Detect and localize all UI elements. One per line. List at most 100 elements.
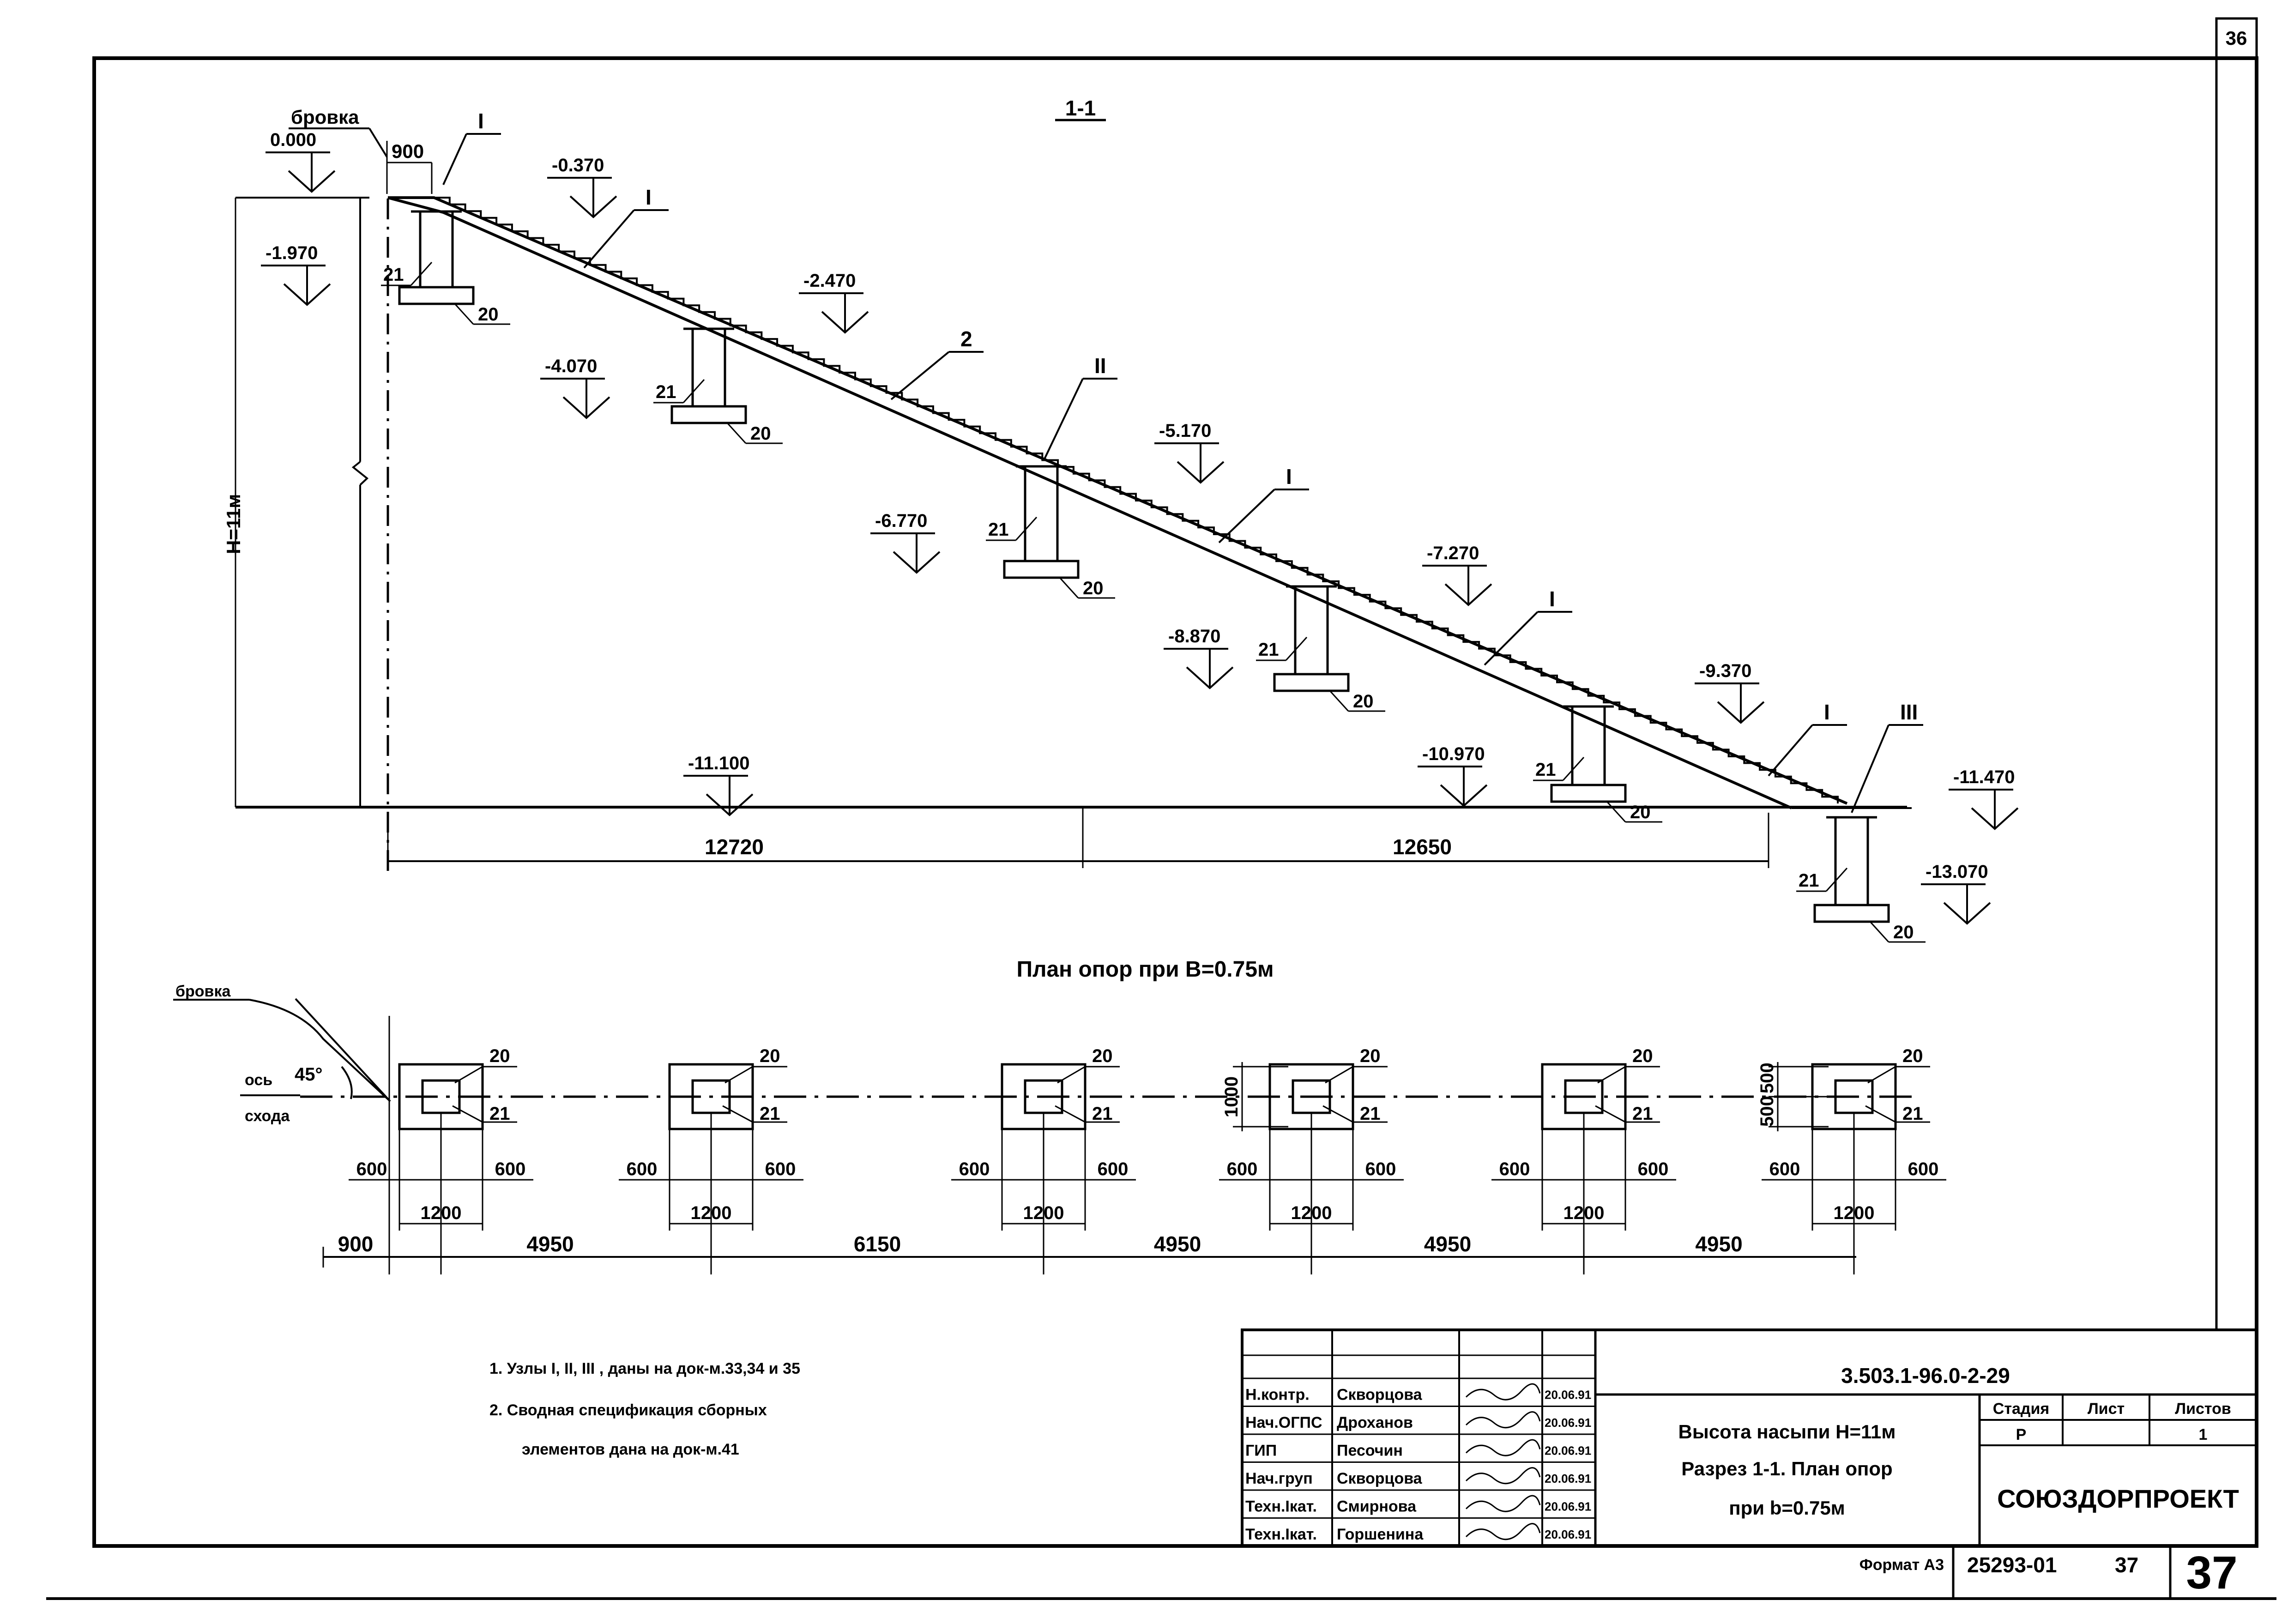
plan-bottom-dim: 4950 bbox=[526, 1232, 574, 1256]
elevation-value: -6.770 bbox=[875, 511, 927, 531]
plan-bottom-dim: 4950 bbox=[1424, 1232, 1471, 1256]
signer-date: 20.06.91 bbox=[1545, 1416, 1591, 1430]
plan-bottom-dim: 4950 bbox=[1695, 1232, 1742, 1256]
mark-21: 21 bbox=[1535, 760, 1556, 780]
signature bbox=[1465, 1411, 1541, 1429]
elevation-value: -4.070 bbox=[545, 356, 597, 376]
format-label: Формат А3 bbox=[1859, 1556, 1944, 1574]
plan-mark-21: 21 bbox=[1092, 1104, 1113, 1124]
note-3: элементов дана на док-м.41 bbox=[522, 1441, 739, 1458]
stair-steps bbox=[434, 197, 1839, 803]
elevation-mark: -11.470 bbox=[1949, 767, 2019, 830]
signer-name: Скворцова bbox=[1337, 1470, 1423, 1487]
inventory-number: 25293-01 bbox=[1967, 1553, 2057, 1577]
sheet-header: Лист bbox=[2088, 1400, 2125, 1418]
elevation-mark: -11.100 bbox=[683, 753, 754, 816]
title-line-1: Высота насыпи H=11м bbox=[1678, 1421, 1896, 1443]
node-label-text: I bbox=[478, 109, 484, 133]
elevation-value: -1.970 bbox=[266, 243, 318, 263]
signer-date: 20.06.91 bbox=[1545, 1444, 1591, 1458]
elevation-value: 0.000 bbox=[270, 130, 316, 150]
plan-mark-21: 21 bbox=[489, 1104, 510, 1124]
plan-mark-21: 21 bbox=[1360, 1104, 1381, 1124]
node-label-text: I bbox=[1549, 587, 1555, 611]
plan-dim-600-left: 600 bbox=[1227, 1159, 1258, 1179]
node-label-text: I bbox=[646, 185, 652, 209]
node-label: 2 bbox=[890, 327, 984, 400]
elevation-value: -11.470 bbox=[1953, 767, 2015, 787]
mark-20: 20 bbox=[1630, 802, 1651, 822]
mark-21: 21 bbox=[1258, 640, 1279, 660]
plan-dim-600-left: 600 bbox=[356, 1159, 387, 1179]
signer-name: Скворцова bbox=[1337, 1386, 1423, 1404]
plan-dim-1200: 1200 bbox=[421, 1203, 462, 1223]
elevation-value: -7.270 bbox=[1427, 543, 1479, 563]
elevation-value: -8.870 bbox=[1168, 626, 1220, 646]
mark-21: 21 bbox=[656, 382, 676, 402]
axis-label-1: ось bbox=[245, 1071, 272, 1089]
height-label: H=11м bbox=[223, 494, 244, 554]
plan-dim-600-left: 600 bbox=[627, 1159, 658, 1179]
dim-500-bottom: 500 bbox=[1757, 1096, 1777, 1127]
mark-20: 20 bbox=[478, 304, 499, 325]
dim-1000: 1000 bbox=[1221, 1076, 1242, 1117]
node-label-text: 2 bbox=[960, 327, 972, 351]
node-label-text: I bbox=[1824, 700, 1830, 724]
elevation-value: -10.970 bbox=[1422, 744, 1485, 764]
node-label: I bbox=[583, 185, 669, 269]
signer-role: Техн.Iкат. bbox=[1245, 1526, 1317, 1543]
signature bbox=[1465, 1439, 1541, 1456]
axis-label-2: схода bbox=[245, 1107, 290, 1125]
plan-mark-20: 20 bbox=[760, 1046, 780, 1066]
mark-20: 20 bbox=[1083, 578, 1104, 598]
signer-date: 20.06.91 bbox=[1545, 1388, 1591, 1402]
mark-21: 21 bbox=[988, 519, 1009, 540]
organization: СОЮЗДОРПРОЕКТ bbox=[1997, 1484, 2239, 1513]
signature bbox=[1465, 1467, 1541, 1485]
elevation-marks: 0.000-0.370-1.970-2.470-4.070-5.170-6.77… bbox=[261, 130, 2019, 925]
dim-500-top: 500 bbox=[1757, 1063, 1777, 1093]
signature bbox=[1465, 1383, 1541, 1401]
node-label-text: III bbox=[1900, 700, 1918, 724]
brow-label: бровка bbox=[291, 106, 359, 128]
signer-date: 20.06.91 bbox=[1545, 1500, 1591, 1514]
elevation-mark: -4.070 bbox=[540, 356, 610, 419]
node-label: II bbox=[1043, 354, 1117, 461]
plan-of-supports: План опор при B=0.75м бровка 45° ось схо… bbox=[173, 957, 1946, 1274]
signer-role: Техн.Iкат. bbox=[1245, 1498, 1317, 1515]
plan-bottom-dim: 4950 bbox=[1154, 1232, 1201, 1256]
signer-name: Смирнова bbox=[1337, 1498, 1417, 1515]
title-line-3: при b=0.75м bbox=[1729, 1497, 1845, 1519]
note-1: 1. Узлы I, II, III , даны на док-м.33,34… bbox=[489, 1360, 800, 1377]
node-label-text: I bbox=[1286, 465, 1292, 489]
plan-dim-1200: 1200 bbox=[1291, 1203, 1332, 1223]
signer-role: ГИП bbox=[1245, 1442, 1277, 1460]
elevation-mark: -5.170 bbox=[1154, 421, 1225, 484]
plan-brow-label: бровка bbox=[175, 983, 231, 1000]
node-label: III bbox=[1851, 700, 1923, 813]
plan-dim-600-left: 600 bbox=[1769, 1159, 1800, 1179]
signer-name: Дроханов bbox=[1337, 1414, 1413, 1431]
signature bbox=[1465, 1523, 1541, 1540]
plan-mark-21: 21 bbox=[760, 1104, 780, 1124]
plan-mark-20: 20 bbox=[489, 1046, 510, 1066]
signature bbox=[1465, 1495, 1541, 1512]
plan-mark-20: 20 bbox=[1632, 1046, 1653, 1066]
node-label: I bbox=[1218, 465, 1309, 543]
page-number: 37 bbox=[2186, 1547, 2237, 1599]
signer-role: Нач.ОГПС bbox=[1245, 1414, 1322, 1431]
signer-row: Техн.Iкат. Смирнова 20.06.91 bbox=[1242, 1495, 1595, 1519]
dim-right: 12650 bbox=[1393, 835, 1452, 859]
